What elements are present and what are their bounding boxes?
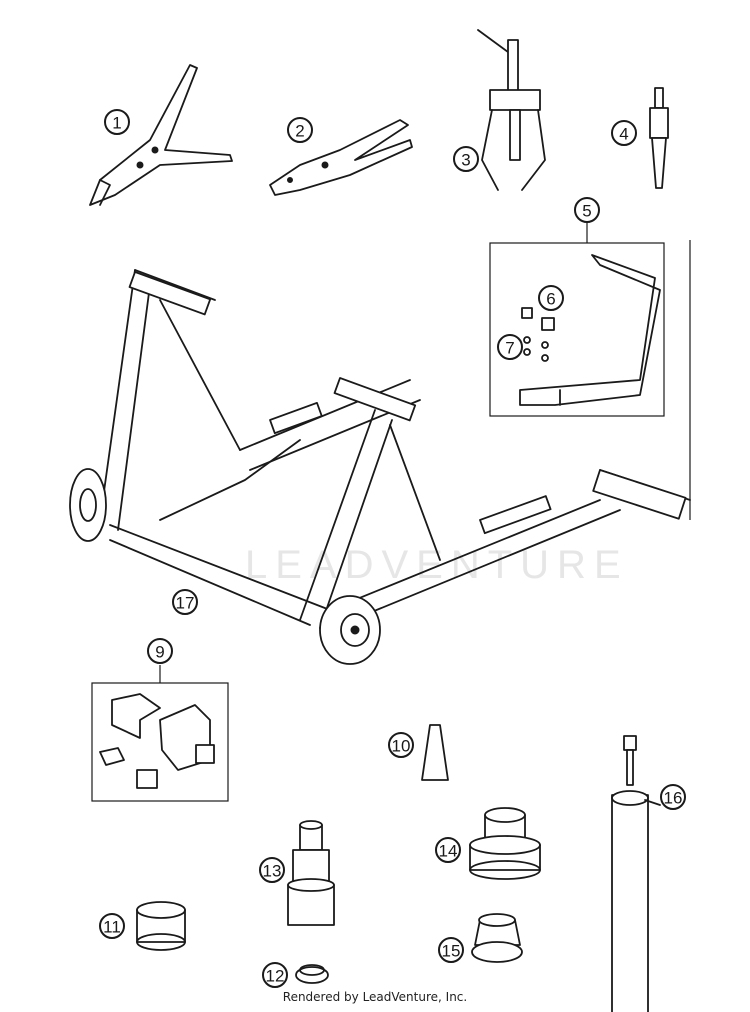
callout-16-label: 16 — [664, 789, 683, 808]
part-5-bracket[interactable] — [519, 254, 661, 406]
part-9-adapter[interactable] — [99, 693, 215, 789]
part-1-pliers[interactable] — [89, 64, 233, 206]
callout-3-label: 3 — [461, 151, 470, 170]
callout-1-label: 1 — [112, 114, 121, 133]
callout-5-label: 5 — [582, 202, 591, 221]
callout-7-label: 7 — [505, 339, 514, 358]
part-6-7-hardware[interactable] — [521, 307, 555, 362]
render-credit: Rendered by LeadVenture, Inc. — [282, 990, 468, 1004]
callout-9[interactable]: 9 — [147, 638, 173, 664]
callout-7[interactable]: 7 — [497, 334, 523, 360]
callout-3[interactable]: 3 — [453, 146, 479, 172]
part-13-drift[interactable] — [287, 820, 335, 926]
callout-15-label: 15 — [442, 942, 461, 961]
callout-17-label: 17 — [176, 594, 195, 613]
part-17-stand[interactable] — [69, 269, 691, 665]
callout-14[interactable]: 14 — [435, 837, 461, 863]
callout-17[interactable]: 17 — [172, 589, 198, 615]
callout-12[interactable]: 12 — [262, 962, 288, 988]
callout-9-label: 9 — [155, 643, 164, 662]
part-5-frame — [489, 242, 665, 417]
callout-5[interactable]: 5 — [574, 197, 600, 223]
part-4-slide-hammer[interactable] — [649, 87, 669, 189]
callout-4[interactable]: 4 — [611, 120, 637, 146]
part-2-clamp-pliers[interactable] — [269, 119, 413, 196]
part-11-ring[interactable] — [136, 901, 186, 951]
callout-10[interactable]: 10 — [388, 732, 414, 758]
callout-2[interactable]: 2 — [287, 117, 313, 143]
part-10-pin[interactable] — [421, 724, 449, 781]
callout-15[interactable]: 15 — [438, 937, 464, 963]
callout-11[interactable]: 11 — [99, 913, 125, 939]
callout-6[interactable]: 6 — [538, 285, 564, 311]
callout-4-label: 4 — [619, 125, 628, 144]
part-12-cap[interactable] — [295, 964, 329, 984]
callout-2-label: 2 — [295, 122, 304, 141]
callout-11-label: 11 — [103, 918, 121, 937]
part-15-seal-driver[interactable] — [471, 913, 523, 963]
watermark-text: LEADVENTURE — [245, 543, 629, 587]
callout-6-label: 6 — [546, 290, 555, 309]
part-16-tube[interactable] — [611, 735, 661, 1012]
part-14-sleeve[interactable] — [469, 807, 541, 880]
callout-16[interactable]: 16 — [660, 784, 686, 810]
callout-13[interactable]: 13 — [259, 857, 285, 883]
callout-14-label: 14 — [439, 842, 458, 861]
callout-12-label: 12 — [266, 967, 285, 986]
callout-10-label: 10 — [392, 737, 411, 756]
callout-13-label: 13 — [263, 862, 282, 881]
part-3-puller[interactable] — [477, 29, 546, 191]
callout-1[interactable]: 1 — [104, 109, 130, 135]
